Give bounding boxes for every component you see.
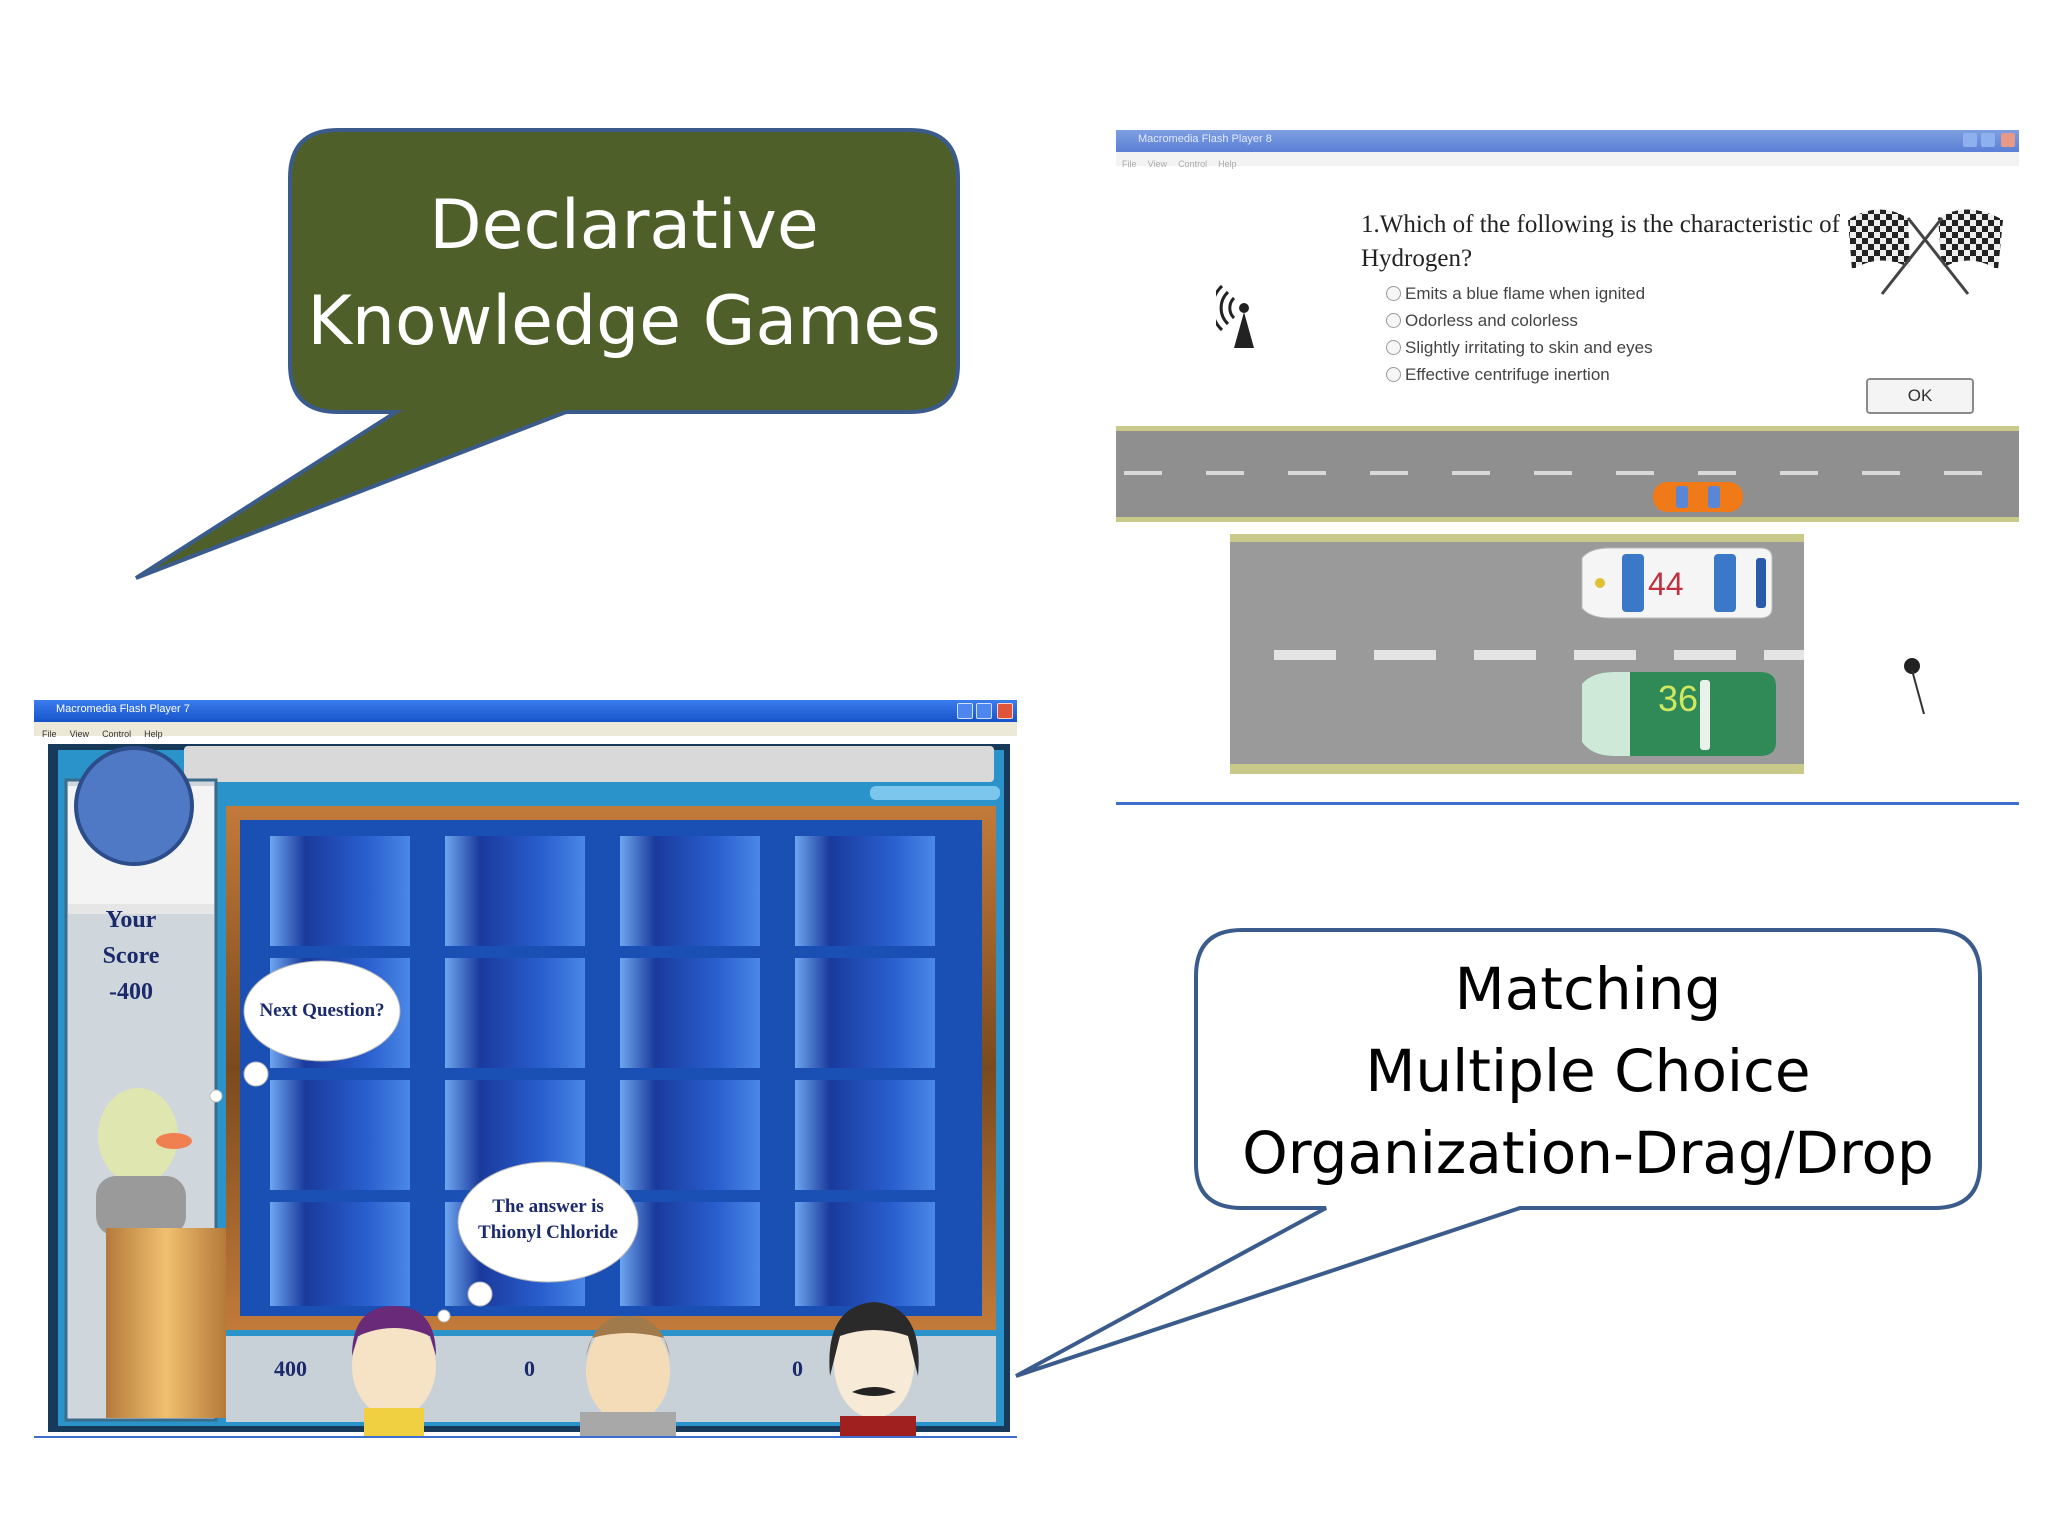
- types-line1: Matching: [1454, 955, 1722, 1023]
- jeopardy-title-bar: Macromedia Flash Player 7: [34, 700, 1017, 722]
- menu-control[interactable]: Control: [1178, 159, 1208, 169]
- minimize-button[interactable]: [957, 703, 973, 719]
- radio-icon[interactable]: [1386, 367, 1401, 382]
- radio-icon[interactable]: [1386, 313, 1401, 328]
- declarative-line2: Knowledge Games: [307, 282, 941, 361]
- types-callout-bubble: [1015, 928, 1982, 1378]
- orange-car-icon: [1653, 482, 1743, 512]
- radio-icon[interactable]: [1386, 286, 1401, 301]
- close-button[interactable]: [2001, 133, 2015, 147]
- jeopardy-game-window: Macromedia Flash Player 7 File View Cont…: [34, 700, 1017, 1438]
- types-line3: Organization-Drag/Drop: [1242, 1119, 1934, 1187]
- player-3-score: 0: [792, 1356, 803, 1381]
- contestant-3: [829, 1302, 919, 1438]
- menu-help[interactable]: Help: [144, 729, 163, 739]
- option-label: Emits a blue flame when ignited: [1405, 284, 1646, 303]
- types-callout-text: Matching Multiple Choice Organization-Dr…: [1198, 948, 1978, 1194]
- answer-option-4[interactable]: Effective centrifuge inertion: [1386, 365, 1610, 385]
- menu-control[interactable]: Control: [102, 729, 132, 739]
- menu-view[interactable]: View: [69, 729, 89, 739]
- your-score-panel: Your Score -400: [76, 902, 186, 1010]
- green-race-car-36: [1582, 672, 1776, 756]
- player-2-score: 0: [524, 1356, 535, 1381]
- quiz-title-bar: Macromedia Flash Player 8: [1116, 130, 2019, 152]
- car-number-36: 36: [1658, 678, 1699, 719]
- answer-option-1[interactable]: Emits a blue flame when ignited: [1386, 284, 1645, 304]
- option-label: Odorless and colorless: [1405, 311, 1578, 330]
- signal-tower-icon: [1216, 284, 1254, 348]
- types-line2: Multiple Choice: [1365, 1037, 1811, 1105]
- menu-file[interactable]: File: [1122, 159, 1137, 169]
- answer-option-2[interactable]: Odorless and colorless: [1386, 311, 1578, 331]
- ok-button[interactable]: OK: [1866, 378, 1974, 414]
- quiz-window-bottom-border: [1116, 802, 2019, 805]
- upper-road: [1116, 426, 2019, 522]
- menu-view[interactable]: View: [1147, 159, 1167, 169]
- maximize-button[interactable]: [976, 703, 992, 719]
- your-score-label: Your Score: [102, 907, 160, 969]
- radio-icon[interactable]: [1386, 340, 1401, 355]
- close-button[interactable]: [997, 703, 1013, 719]
- race-track: [1230, 534, 1804, 774]
- declarative-callout-text: Declarative Knowledge Games: [292, 178, 956, 370]
- menu-help[interactable]: Help: [1218, 159, 1237, 169]
- declarative-line1: Declarative: [429, 186, 819, 265]
- maximize-button[interactable]: [1981, 133, 1995, 147]
- quiz-game-window: Macromedia Flash Player 8 File View Cont…: [1116, 130, 2019, 805]
- answer-line-2: Thionyl Chloride: [478, 1222, 618, 1243]
- jeopardy-window-title: Macromedia Flash Player 7: [56, 703, 190, 715]
- your-score-value: -400: [109, 979, 153, 1005]
- quiz-menu-bar: File View Control Help: [1116, 152, 2019, 169]
- quiz-window-title: Macromedia Flash Player 8: [1138, 133, 1272, 145]
- next-question-bubble[interactable]: Next Question?: [259, 1000, 385, 1021]
- white-race-car-44: [1581, 547, 1773, 619]
- question-text: 1.Which of the following is the characte…: [1361, 211, 1841, 272]
- question-board-tiles: [270, 836, 935, 1306]
- menu-file[interactable]: File: [42, 729, 57, 739]
- contestant-2: [580, 1316, 676, 1438]
- pin-icon: [1904, 658, 1925, 715]
- answer-option-3[interactable]: Slightly irritating to skin and eyes: [1386, 338, 1653, 358]
- contestant-1: [352, 1306, 436, 1438]
- declarative-callout-bubble: [134, 128, 960, 580]
- checkered-flags-icon: [1848, 209, 2003, 295]
- jeopardy-menu-bar: File View Control Help: [34, 722, 1017, 739]
- game-host-character: [96, 1088, 226, 1418]
- answer-line-1: The answer is: [492, 1196, 604, 1217]
- player-1-score: 400: [274, 1356, 307, 1381]
- option-label: Slightly irritating to skin and eyes: [1405, 338, 1653, 357]
- jeopardy-stage: [34, 744, 1017, 1438]
- minimize-button[interactable]: [1963, 133, 1977, 147]
- option-label: Effective centrifuge inertion: [1405, 365, 1610, 384]
- answer-bubble: The answer is Thionyl Chloride: [458, 1194, 638, 1246]
- car-number-44: 44: [1648, 566, 1684, 602]
